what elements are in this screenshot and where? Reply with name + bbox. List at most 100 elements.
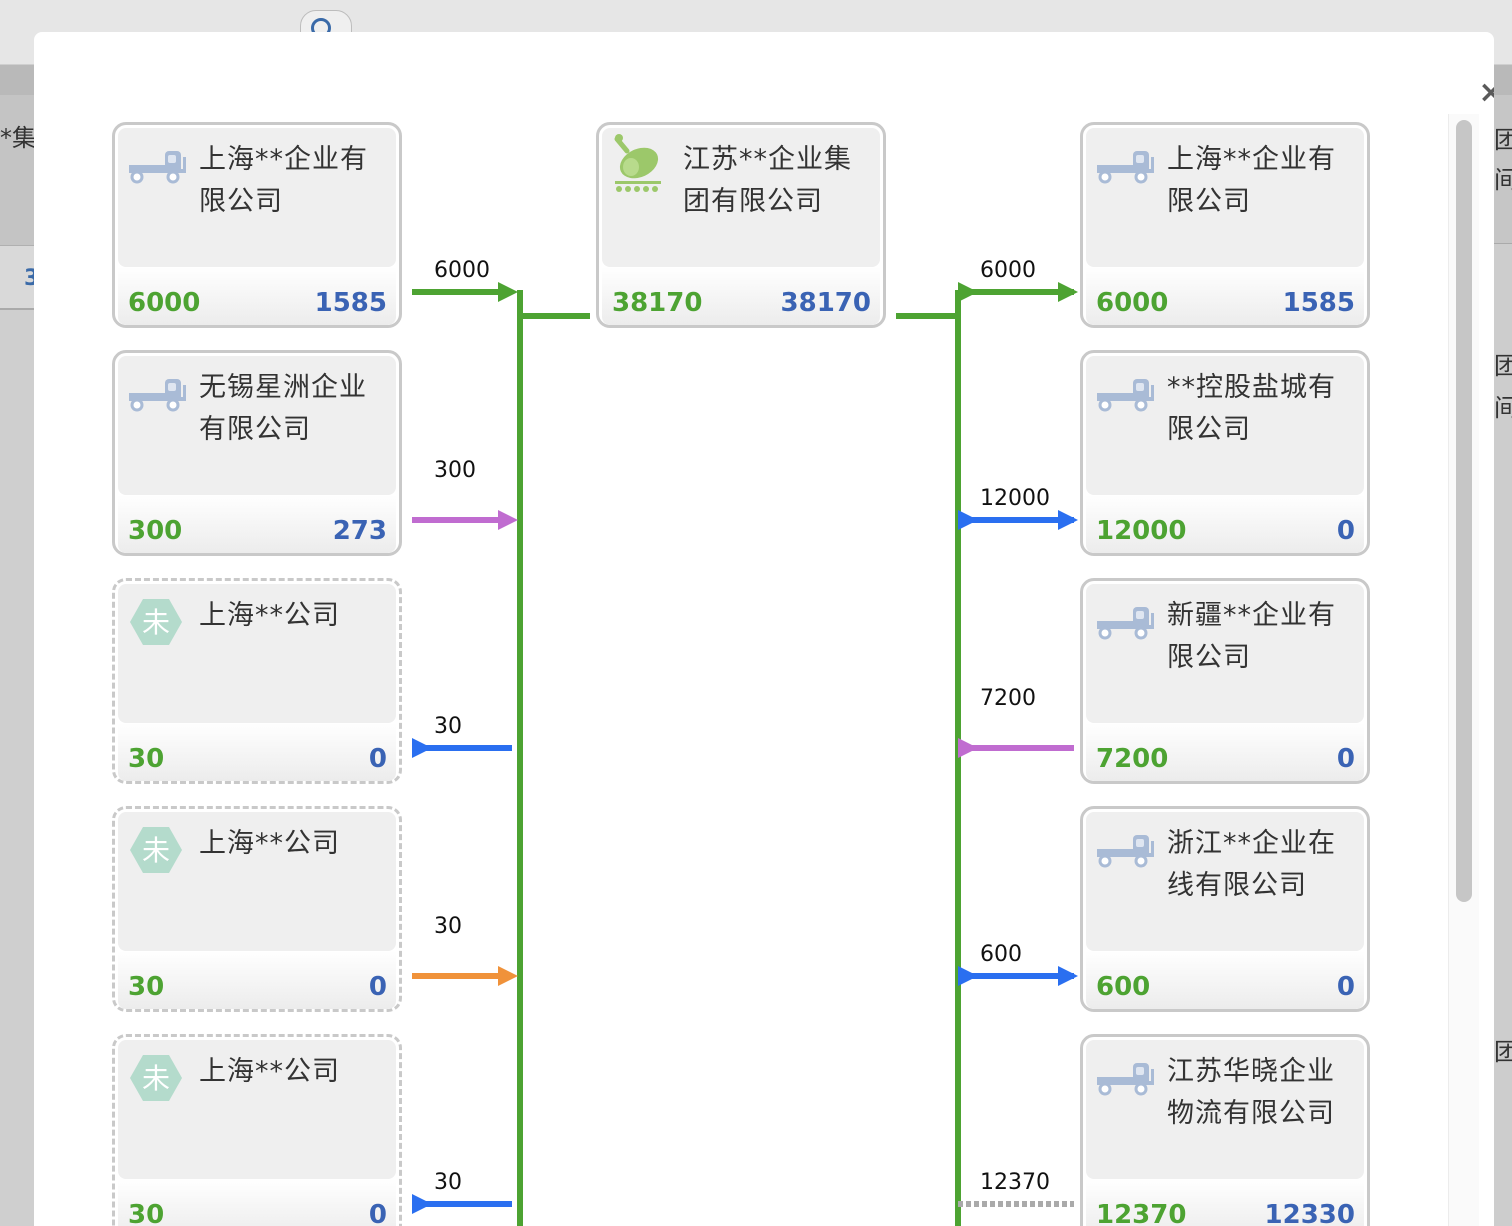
node-header: [1086, 128, 1364, 267]
outbound-flow-line: [958, 973, 1074, 979]
amount-green: 7200: [1096, 744, 1169, 774]
company-name: 上海**公司: [199, 1056, 340, 1087]
node-footer: [1086, 1179, 1364, 1226]
amount-blue: 1585: [1282, 288, 1355, 318]
inbound-flow-line: [412, 973, 512, 979]
outbound-flow-line: [958, 745, 1074, 751]
close-button[interactable]: ×: [1478, 75, 1494, 110]
node-header: [1086, 356, 1364, 495]
truck-icon: [129, 379, 186, 412]
node-footer: [1086, 495, 1364, 553]
unverified-badge: 未: [142, 606, 170, 639]
node-header: [118, 356, 396, 495]
flow-amount-label: 600: [980, 942, 1022, 967]
node-header: [1086, 812, 1364, 951]
node-footer: [602, 267, 880, 325]
background-right-panel: [1494, 95, 1512, 1226]
company-name: **控股盐城有限公司: [1167, 372, 1336, 445]
outbound-flow-line: [958, 1201, 1074, 1207]
company-name: 无锡星洲企业有限公司: [199, 372, 367, 445]
flow-arrowhead: [412, 738, 432, 758]
flow-arrowhead: [958, 966, 978, 986]
outbound-flow-line: [958, 517, 1074, 523]
outbound-flow-line: [958, 289, 1074, 295]
center-link-line: [520, 313, 590, 319]
background-right-text: 团: [1494, 126, 1512, 154]
amount-blue: 12330: [1264, 1200, 1355, 1226]
flow-amount-label: 6000: [434, 258, 490, 283]
flow-arrowhead: [498, 282, 518, 302]
amount-blue: 0: [1336, 516, 1355, 546]
company-name: 浙江**企业在线有限公司: [1167, 828, 1336, 901]
inbound-flow-line: [412, 745, 512, 751]
background-right-text: 团: [1494, 1038, 1512, 1066]
unverified-badge: 未: [142, 1062, 170, 1095]
amount-green: 30: [128, 1200, 165, 1226]
flow-amount-label: 12000: [980, 486, 1050, 511]
truck-icon: [1097, 835, 1154, 868]
truck-icon: [1097, 151, 1154, 184]
node-footer: [118, 951, 396, 1009]
unverified-hex-icon: 未: [130, 599, 182, 645]
flow-arrowhead: [498, 510, 518, 530]
center-node-card[interactable]: 江苏**企业集团有限公司 38170 38170: [596, 122, 886, 328]
flow-arrowhead: [1058, 510, 1078, 530]
node-footer: [1086, 267, 1364, 325]
amount-green: 6000: [128, 288, 201, 318]
flow-arrowhead: [958, 282, 978, 302]
company-name: 江苏**企业集团有限公司: [683, 144, 852, 217]
background-right-header: [1494, 95, 1512, 244]
unverified-badge: 未: [142, 834, 170, 867]
inbound-flow-line: [412, 517, 512, 523]
company-name: 新疆**企业有限公司: [1167, 600, 1336, 673]
background-left-text: *集: [0, 124, 36, 152]
amount-green: 38170: [612, 288, 703, 318]
company-name: 上海**公司: [199, 828, 340, 859]
amount-blue: 1585: [314, 288, 387, 318]
truck-icon: [1097, 1063, 1154, 1096]
amount-blue: 38170: [780, 288, 871, 318]
flow-amount-label: 300: [434, 458, 476, 483]
flow-arrowhead: [498, 966, 518, 986]
flow-amount-label: 12370: [980, 1170, 1050, 1195]
node-header: [1086, 1040, 1364, 1179]
inbound-flow-line: [412, 1201, 512, 1207]
truck-icon: [1097, 607, 1154, 640]
amount-green: 30: [128, 972, 165, 1002]
flow-arrowhead: [958, 510, 978, 530]
amount-green: 12370: [1096, 1200, 1187, 1226]
node-footer: [1086, 951, 1364, 1009]
background-left-row: [0, 246, 40, 310]
flow-amount-label: 30: [434, 1170, 462, 1195]
unverified-hex-icon: 未: [130, 1055, 182, 1101]
node-header: [118, 128, 396, 267]
flow-arrowhead: [958, 738, 978, 758]
flow-arrowhead: [1058, 966, 1078, 986]
node-footer: [118, 267, 396, 325]
amount-green: 600: [1096, 972, 1151, 1002]
flow-amount-label: 7200: [980, 686, 1036, 711]
flow-amount-label: 6000: [980, 258, 1036, 283]
flow-amount-label: 30: [434, 714, 462, 739]
logistics-plant-icon: [614, 134, 661, 192]
amount-green: 6000: [1096, 288, 1169, 318]
node-header: [1086, 584, 1364, 723]
center-link-line: [896, 313, 958, 319]
node-footer: [118, 495, 396, 553]
scrollbar-thumb[interactable]: [1456, 120, 1472, 902]
truck-icon: [1097, 379, 1154, 412]
node-footer: [118, 723, 396, 781]
flow-arrowhead: [412, 1194, 432, 1214]
outbound-trunk-line: [955, 290, 961, 1226]
